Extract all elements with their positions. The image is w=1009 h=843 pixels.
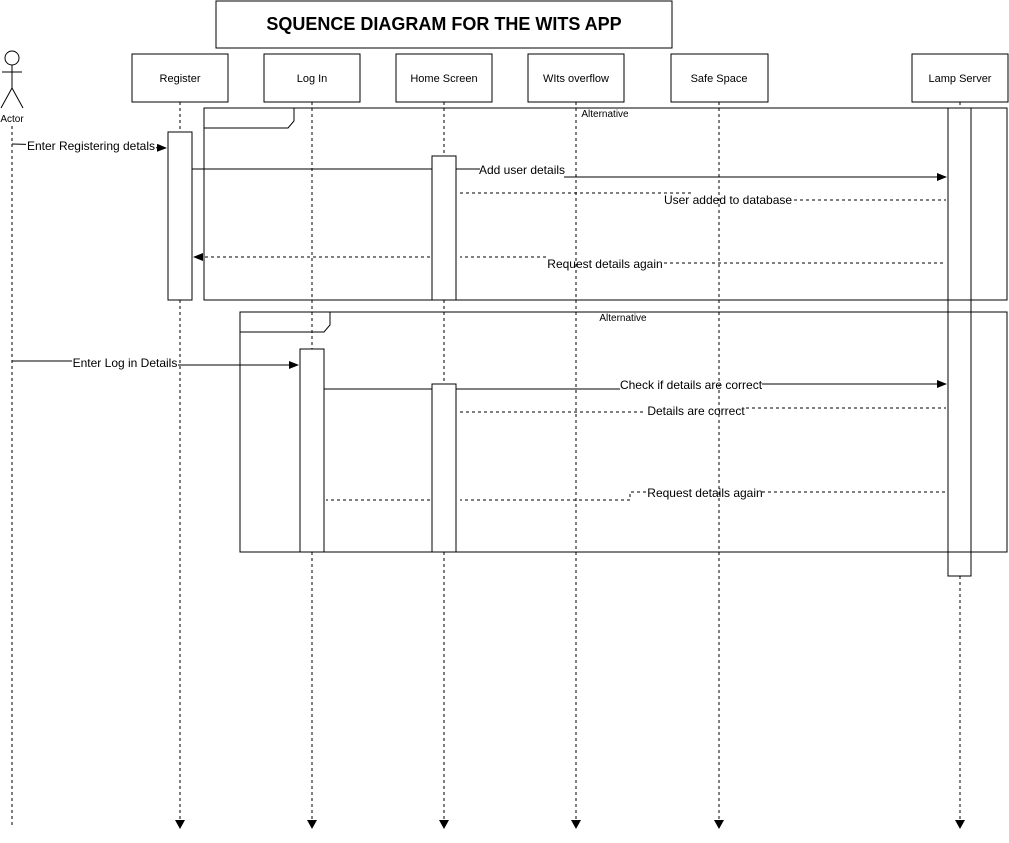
message-request-details-again-2: Request details again [326, 486, 946, 501]
message-details-are-correct: Details are correct [460, 404, 946, 418]
lifeline-home-screen: Home Screen [395, 53, 493, 103]
alt-fragment-1-label: Alternative [581, 109, 629, 120]
message-request-details-again-1: Request details again [193, 253, 946, 271]
lamp-server-end-arrow [955, 820, 965, 829]
lifeline-register: Register [131, 53, 229, 103]
log-in-activation [299, 348, 325, 553]
register-activation [167, 131, 193, 301]
actor: Actor [0, 50, 24, 828]
alt-fragment-1: Alternative [203, 107, 1008, 301]
lifeline-wits-overflow: WIts overflow [527, 53, 625, 103]
message-label: Enter Log in Details [73, 356, 178, 370]
lamp-server-activation [947, 107, 972, 577]
lifeline-lamp-server-label: Lamp Server [929, 73, 992, 85]
lifeline-safe-space: Safe Space [670, 53, 769, 103]
message-label: Enter Registering detals [27, 139, 155, 153]
message-label: Request details again [547, 257, 662, 271]
lifeline-home-screen-label: Home Screen [410, 73, 477, 85]
title-box: SQUENCE DIAGRAM FOR THE WITS APP [215, 0, 673, 49]
diagram-title: SQUENCE DIAGRAM FOR THE WITS APP [266, 14, 621, 34]
alt-fragment-2-label: Alternative [599, 313, 647, 324]
safe-space-end-arrow [714, 820, 724, 829]
home-screen-end-arrow [439, 820, 449, 829]
lifeline-end-arrows [175, 820, 965, 829]
lifeline-log-in-label: Log In [297, 73, 328, 85]
actor-label: Actor [0, 114, 24, 125]
message-add-user-details: Add user details [192, 163, 947, 181]
lifeline-lines [179, 102, 961, 822]
lifeline-safe-space-label: Safe Space [691, 73, 748, 85]
log-in-end-arrow [307, 820, 317, 829]
register-end-arrow [175, 820, 185, 829]
lifeline-lamp-server: Lamp Server [911, 53, 1009, 103]
message-user-added-to-database: User added to database [460, 192, 946, 207]
message-label: User added to database [664, 193, 792, 207]
home-screen-activation-1 [431, 155, 457, 301]
lifeline-register-label: Register [160, 73, 201, 85]
message-label: Request details again [647, 486, 762, 500]
lifeline-log-in: Log In [263, 53, 361, 103]
message-label: Check if details are correct [620, 378, 763, 392]
message-enter-log-in-details: Enter Log in Details [12, 356, 299, 370]
lifeline-wits-overflow-label: WIts overflow [543, 73, 609, 85]
message-label: Details are correct [647, 404, 745, 418]
message-enter-registering-details: Enter Registering detals [11, 139, 167, 153]
home-screen-activation-2 [431, 383, 457, 553]
wits-overflow-end-arrow [571, 820, 581, 829]
message-check-if-details-correct: Check if details are correct [324, 378, 947, 392]
alt-fragment-2: Alternative [239, 311, 1008, 553]
message-label: Add user details [479, 163, 565, 177]
